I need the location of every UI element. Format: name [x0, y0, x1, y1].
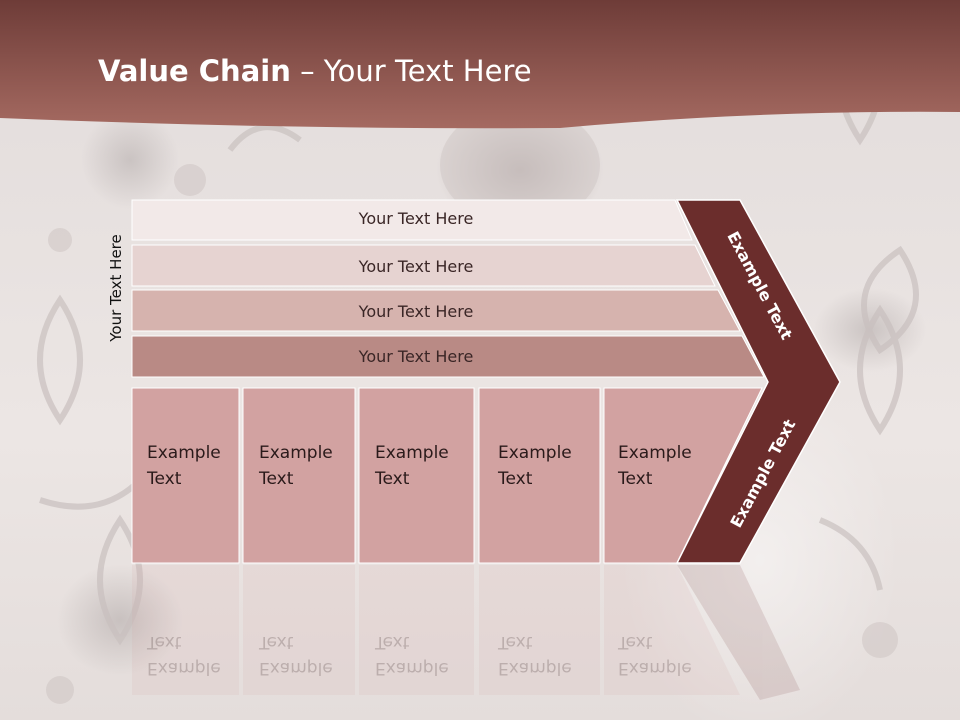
box-1-line2: Text	[147, 469, 182, 489]
bar-2-label: Your Text Here	[358, 257, 474, 276]
box-2-text: Example Text	[259, 440, 333, 492]
bar-1-label: Your Text Here	[358, 209, 474, 228]
slide-title: Value Chain – Your Text Here	[98, 54, 532, 88]
bar-4-shape[interactable]	[131, 335, 765, 378]
header-band	[0, 0, 960, 129]
box-3-line1: Example	[375, 443, 449, 463]
box-1-shape[interactable]	[131, 387, 240, 564]
bar-1-shape[interactable]	[131, 199, 693, 241]
box-1-line1: Example	[147, 443, 221, 463]
box-2-line1: Example	[259, 443, 333, 463]
bar-3-shape[interactable]	[131, 289, 741, 332]
box-2-shape[interactable]	[242, 387, 356, 564]
box-4-line1: Example	[498, 443, 572, 463]
bar-4-label: Your Text Here	[358, 347, 474, 366]
bar-3-label: Your Text Here	[358, 302, 474, 321]
box-1-text: Example Text	[147, 440, 221, 492]
slide-title-bold: Value Chain	[98, 54, 291, 88]
box-4-text: Example Text	[498, 440, 572, 492]
bar-2-shape[interactable]	[131, 244, 716, 287]
box-3-text: Example Text	[375, 440, 449, 492]
box-4-line2: Text	[498, 469, 533, 489]
box-5-line2: Text	[618, 469, 653, 489]
slide-title-rest: – Your Text Here	[290, 54, 532, 88]
box-4-shape[interactable]	[478, 387, 601, 564]
box-2-line2: Text	[259, 469, 294, 489]
box-5-text: Example Text	[618, 440, 692, 492]
chevron-shape[interactable]	[675, 199, 841, 564]
box-3-line2: Text	[375, 469, 410, 489]
box-3-shape[interactable]	[358, 387, 475, 564]
box-5-line1: Example	[618, 443, 692, 463]
